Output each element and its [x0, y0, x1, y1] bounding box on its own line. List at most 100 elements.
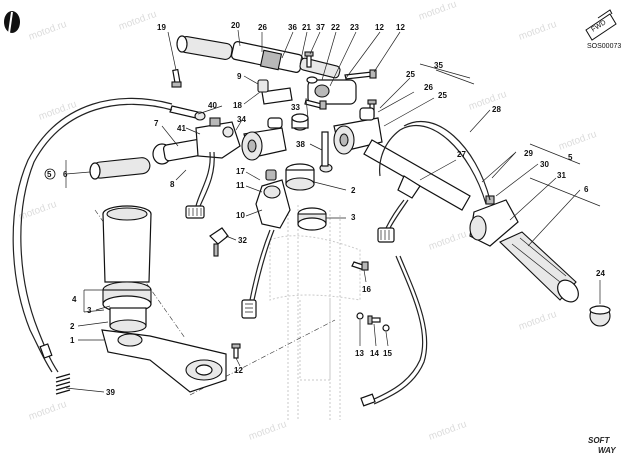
callout-30: 30 — [540, 160, 549, 169]
watermark-text: motod.ru — [467, 89, 508, 113]
ignition-switch — [255, 169, 291, 229]
fork-ghost-outline — [269, 205, 361, 420]
leader-lines — [65, 29, 601, 393]
throttle-cable — [373, 255, 428, 405]
key-icon — [209, 227, 229, 257]
callout-14: 14 — [370, 349, 379, 358]
reference-code: SOS00073 — [587, 43, 621, 50]
fwd-logo: FWD — [585, 9, 617, 41]
corner-logo-icon — [4, 11, 20, 34]
watermark-text: motod.ru — [27, 19, 68, 43]
assembly-axis-line — [94, 209, 186, 339]
callout-6: 6 — [63, 170, 68, 179]
callout-7: 7 — [154, 119, 159, 128]
callout-13: 13 — [355, 349, 364, 358]
watermark-text: motod.ru — [427, 229, 468, 253]
left-switch-housing — [195, 117, 241, 159]
spring-icon — [55, 373, 71, 395]
callout-15: 15 — [383, 349, 392, 358]
cable-adjuster — [39, 343, 53, 359]
wiring-connector — [185, 205, 205, 219]
callout-12: 12 — [396, 23, 405, 32]
callout-21: 21 — [302, 23, 311, 32]
bar-end-cap — [589, 305, 611, 327]
callout-32: 32 — [238, 236, 247, 245]
callout-5: 5 — [47, 170, 52, 179]
callout-25: 25 — [438, 91, 447, 100]
callout-11: 11 — [236, 181, 245, 190]
watermark-text: motod.ru — [557, 129, 598, 153]
callout-36: 36 — [288, 23, 297, 32]
wiring-harness — [253, 229, 275, 301]
bolt-icon — [367, 315, 381, 325]
bolt-icon — [171, 68, 182, 88]
watermark-text: motod.ru — [27, 399, 68, 423]
callout-39: 39 — [106, 388, 115, 397]
callout-2: 2 — [351, 186, 356, 195]
callout-29: 29 — [524, 149, 533, 158]
callout-20: 20 — [231, 21, 240, 30]
callout-labels: 19 20 26 36 21 37 22 23 12 12 9 25 35 26… — [47, 21, 605, 397]
callout-1: 1 — [70, 336, 75, 345]
bottom-yoke — [101, 329, 227, 393]
callout-3: 3 — [87, 306, 92, 315]
callout-8: 8 — [170, 180, 175, 189]
watermark-text: motod.ru — [117, 9, 158, 33]
callout-3: 3 — [351, 213, 356, 222]
wiring-connector — [377, 227, 395, 243]
watermark-text: motod.ru — [517, 19, 558, 43]
cable-end-fitting — [169, 105, 206, 121]
callout-40: 40 — [208, 101, 217, 110]
callout-5: 5 — [568, 153, 573, 162]
bolt-icon — [231, 343, 241, 359]
watermark-text: motod.ru — [37, 99, 78, 123]
throttle-cable — [371, 255, 424, 401]
callout-28: 28 — [492, 105, 501, 114]
callout-35: 35 — [434, 61, 443, 70]
callout-26: 26 — [424, 83, 433, 92]
callout-12: 12 — [234, 366, 243, 375]
callout-34: 34 — [237, 115, 246, 124]
callout-23: 23 — [350, 23, 359, 32]
brand-mark: SOFT WAY — [588, 436, 616, 455]
washer — [382, 324, 390, 332]
callout-10: 10 — [236, 211, 245, 220]
wiring-harness — [249, 229, 271, 301]
callout-41: 41 — [177, 124, 186, 133]
wiring-harness — [195, 151, 211, 207]
callout-9: 9 — [237, 72, 242, 81]
bolt-icon — [304, 51, 314, 68]
callout-31: 31 — [557, 171, 566, 180]
ring-part — [291, 113, 309, 131]
damper-bracket — [257, 79, 293, 105]
watermark-text: motod.ru — [517, 309, 558, 333]
wiring-harness — [389, 199, 409, 229]
bearing-race — [297, 207, 327, 231]
wiring-connector — [241, 299, 257, 319]
bolt-icon — [344, 69, 377, 80]
callout-16: 16 — [362, 285, 371, 294]
left-handlebar-clamp — [241, 117, 287, 161]
watermark-text: motod.ru — [417, 0, 458, 23]
callout-24: 24 — [596, 269, 605, 278]
callout-27: 27 — [457, 150, 466, 159]
wiring-harness — [199, 151, 215, 207]
wiring-harness — [385, 199, 405, 229]
marker-circle-icon — [44, 168, 56, 180]
washer — [356, 312, 364, 320]
throttle-cable — [403, 120, 491, 201]
left-grip — [89, 138, 206, 180]
callout-4: 4 — [72, 295, 77, 304]
clutch-cable — [12, 97, 173, 373]
brand-bottom-text: WAY — [598, 446, 616, 455]
callout-26: 26 — [258, 23, 267, 32]
throttle-grip — [499, 231, 579, 303]
callout-17: 17 — [236, 167, 245, 176]
callout-18: 18 — [233, 101, 242, 110]
steering-stem-nut — [285, 163, 315, 191]
cable-end-fitting — [360, 393, 376, 407]
callout-6: 6 — [584, 185, 589, 194]
bolt-icon — [304, 99, 327, 110]
right-handlebar-tube — [363, 139, 471, 211]
